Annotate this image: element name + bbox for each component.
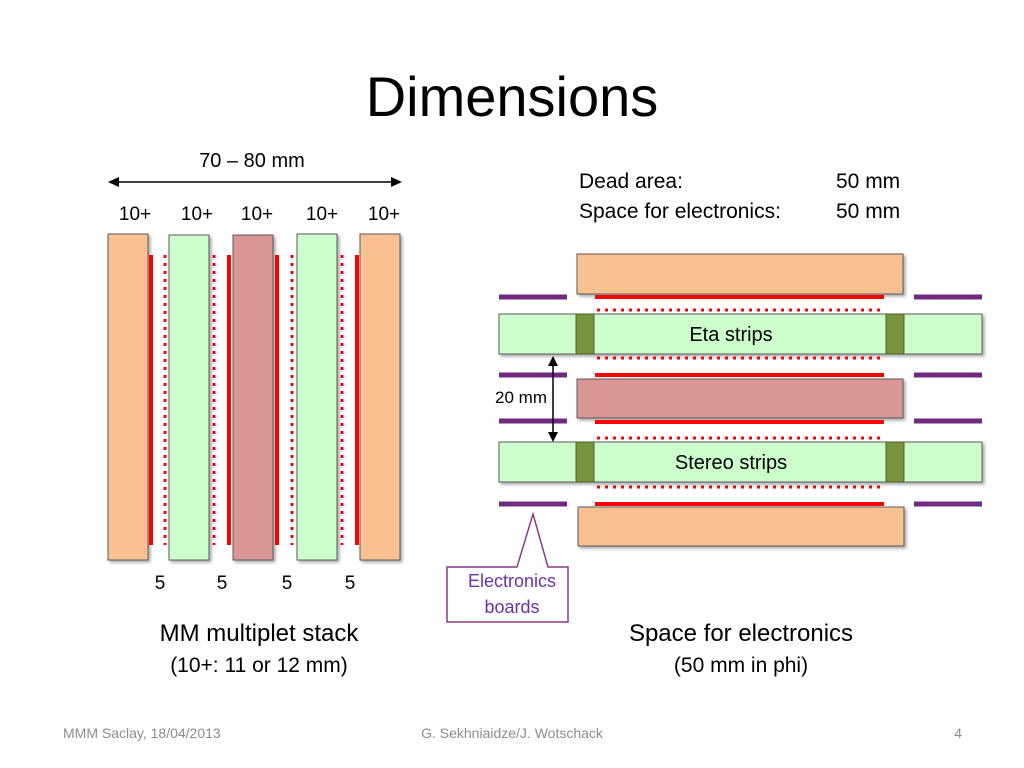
spec-value: 50 mm (836, 170, 900, 193)
layer-label: 10+ (119, 204, 151, 225)
slide-title: Dimensions (366, 65, 659, 128)
gap-dimension-arrow (548, 356, 558, 442)
gap-arrow-head-top (548, 356, 558, 366)
gap-label: 5 (282, 573, 293, 594)
stack-panel-pink (232, 234, 274, 561)
slide-footer: MMM Saclay, 18/04/2013 G. Sekhniaidze/J.… (63, 725, 962, 741)
footer-authors: G. Sekhniaidze/J. Wotschack (421, 725, 604, 741)
electronics-caption: Space for electronics (629, 620, 853, 647)
stack-panel-green (168, 234, 210, 561)
gap-label: 5 (217, 573, 228, 594)
width-arrow-head-left (108, 177, 119, 187)
layer-label: 10+ (241, 204, 273, 225)
layer-label: 10+ (306, 204, 338, 225)
layer-label: 10+ (368, 204, 400, 225)
multiplet-stack-diagram: 70 – 80 mm 10+ 10+ 10+ 10+ 10+ 5 5 5 5 M… (107, 150, 402, 677)
layer-label: 10+ (181, 204, 213, 225)
stack-panel-green (296, 233, 338, 561)
callout-box (446, 511, 569, 623)
stack-panel-orange (359, 233, 401, 561)
gap-dimension-label: 20 mm (495, 388, 547, 407)
drift-panel-bottom (577, 506, 905, 547)
electronics-subcaption: (50 mm in phi) (674, 654, 808, 677)
width-arrow-head-right (391, 177, 402, 187)
callout-text-line: boards (484, 597, 539, 617)
callout-text-line: Electronics (468, 571, 556, 591)
spec-value: 50 mm (836, 200, 900, 223)
gap-label: 5 (345, 573, 356, 594)
footer-page-number: 4 (954, 725, 962, 741)
olive-block (885, 441, 905, 483)
spec-label: Space for electronics: (579, 200, 781, 223)
drift-panel-top (576, 253, 904, 295)
stack-panel-orange (107, 233, 149, 561)
width-dimension-arrow (108, 177, 402, 187)
stack-subcaption: (10+: 11 or 12 mm) (170, 654, 348, 677)
olive-block (885, 313, 905, 355)
gap-label: 5 (155, 573, 166, 594)
stereo-strips-label: Stereo strips (675, 452, 787, 474)
eta-strips-label: Eta strips (689, 324, 772, 346)
total-width-label: 70 – 80 mm (199, 150, 305, 172)
spec-label: Dead area: (579, 170, 683, 193)
olive-block (575, 313, 595, 355)
olive-block (575, 441, 595, 483)
stack-caption: MM multiplet stack (160, 620, 360, 647)
gap-arrow-head-bottom (548, 432, 558, 442)
footer-event-date: MMM Saclay, 18/04/2013 (63, 725, 221, 741)
electronics-space-diagram: Dead area: 50 mm Space for electronics: … (446, 170, 983, 677)
central-panel (576, 378, 904, 419)
